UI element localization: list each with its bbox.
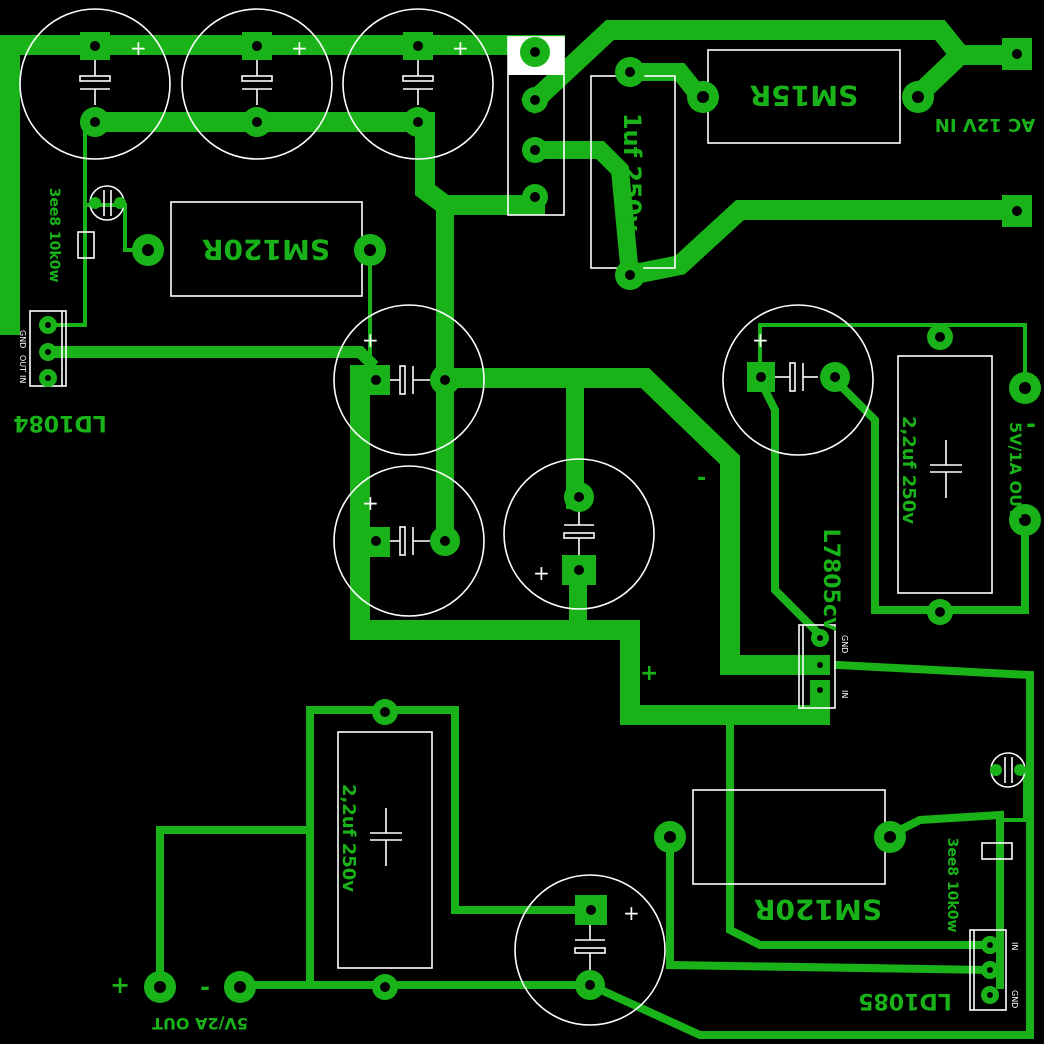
minus-mark: - (200, 973, 210, 1001)
regulator-right: GND IN L7805cv (798, 529, 849, 709)
reg-bottom-pin-gnd: GND (1010, 990, 1019, 1008)
regulator-left: GND OUT IN LD1084 (13, 310, 107, 435)
res-left-label: 3ee8 10k0w (46, 188, 62, 283)
cap-right-label: 2,2uf 250v (898, 416, 919, 524)
bridge-bottom-label: SM120R (754, 893, 882, 926)
reg-right-label: L7805cv (818, 529, 843, 632)
out-bottom-label: 5V/2A OUT (152, 1014, 248, 1033)
cap-symbols (79, 60, 818, 970)
plus-mark: + (623, 901, 640, 925)
plus-mark: + (130, 36, 147, 60)
box-capacitor-right: 2,2uf 250v (897, 355, 993, 594)
bridge-top-label: SM15R (750, 79, 859, 112)
cap-bottom-label: 2,2uf 250v (338, 784, 359, 892)
box-capacitor-bottom: 2,2uf 250v (337, 731, 433, 969)
copper-traces (0, 20, 1034, 1039)
plus-mark: + (640, 661, 658, 686)
reg-bottom-pin-in: IN (1010, 942, 1019, 950)
regulator-bottom: IN GND LD1085 (858, 929, 1019, 1013)
pads (39, 32, 1041, 1004)
bridge-left-label: SM120R (202, 233, 330, 266)
film-cap-label: 1uf 250v (618, 113, 646, 232)
plus-mark: + (533, 561, 550, 585)
plus-mark: + (362, 328, 379, 352)
plus-mark: + (452, 36, 469, 60)
reg-left-pin-out: OUT (18, 355, 27, 372)
plus-mark: + (752, 328, 769, 352)
reg-right-pin-gnd-out: GND (840, 635, 849, 653)
res-right-label: 3ee8 10k0w (944, 838, 960, 933)
reg-left-label: LD1084 (13, 410, 107, 435)
terminal-labels: AC 12V IN 5V/1A OUT 5V/2A OUT (152, 114, 1035, 1033)
bridge-rectifier-left: SM120R (170, 201, 363, 297)
plus-mark: + (291, 36, 308, 60)
bridge-rectifier-top: SM15R (707, 49, 901, 144)
plus-mark: + (110, 971, 130, 999)
reg-left-pin-gnd: GND (18, 330, 27, 348)
polarity-marks: + + + + + + + + + - + - - (110, 36, 1036, 1001)
trimmer-right: 3ee8 10k0w (944, 752, 1026, 933)
minus-mark: - (1026, 410, 1036, 438)
ac-in-label: AC 12V IN (935, 114, 1035, 135)
out-right-label: 5V/1A OUT (1006, 422, 1025, 518)
plus-mark: + (362, 491, 379, 515)
minus-mark: - (697, 466, 706, 491)
electrolytic-capacitors (19, 8, 874, 1026)
reg-bottom-label: LD1085 (858, 988, 952, 1013)
reg-left-pin-in: IN (18, 375, 27, 383)
bridge-rectifier-bottom: SM120R (692, 789, 886, 926)
reg-right-pin-in: IN (840, 690, 849, 698)
